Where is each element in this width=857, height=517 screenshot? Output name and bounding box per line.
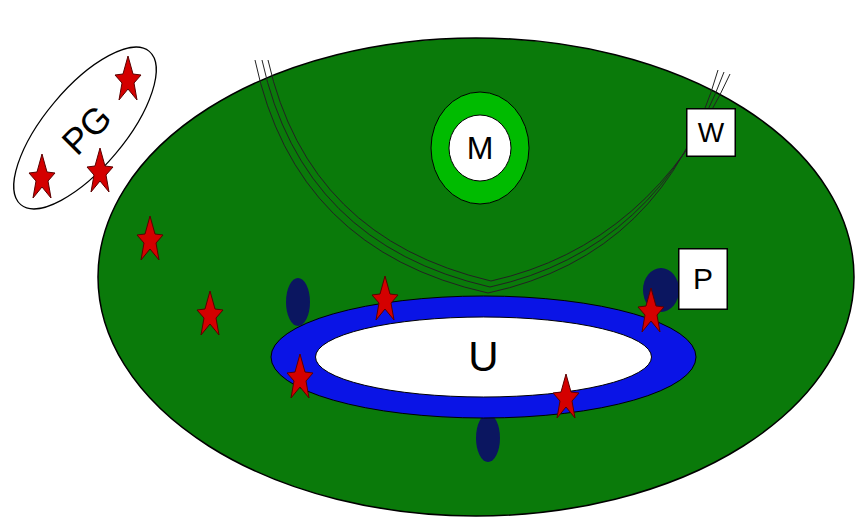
star-marker: [553, 374, 579, 418]
blob: [643, 268, 679, 312]
star-marker: [638, 288, 664, 332]
ring-inner: [316, 317, 652, 397]
node-label: U: [468, 336, 498, 378]
label-box-outline: [679, 249, 728, 310]
label-box: W: [686, 108, 736, 157]
blob: [286, 278, 310, 326]
wall-line: [268, 60, 730, 281]
star-marker: [137, 216, 163, 260]
star-marker: [115, 56, 141, 100]
ring-outer: [271, 296, 696, 418]
label-box: P: [678, 248, 728, 310]
cell-body: [98, 38, 854, 516]
ring-inner: [449, 115, 511, 181]
wall-line: [262, 60, 724, 287]
star-marker: [197, 291, 223, 335]
star-marker: [372, 276, 398, 320]
star-marker: [287, 354, 313, 398]
organelle-ring: M: [430, 91, 530, 205]
star-marker: [29, 154, 55, 198]
pg-ellipse: [0, 26, 180, 231]
ring-outer: [431, 92, 529, 204]
vacuole-ring: U: [270, 295, 697, 419]
plastoglobule-ellipse: PG: [0, 40, 175, 220]
node-label: P: [693, 264, 713, 294]
wall-line: [255, 60, 718, 293]
label-box-outline: [687, 109, 736, 157]
blob: [476, 414, 500, 462]
node-label: W: [698, 119, 724, 147]
star-marker: [87, 148, 113, 192]
node-label: M: [467, 132, 494, 164]
